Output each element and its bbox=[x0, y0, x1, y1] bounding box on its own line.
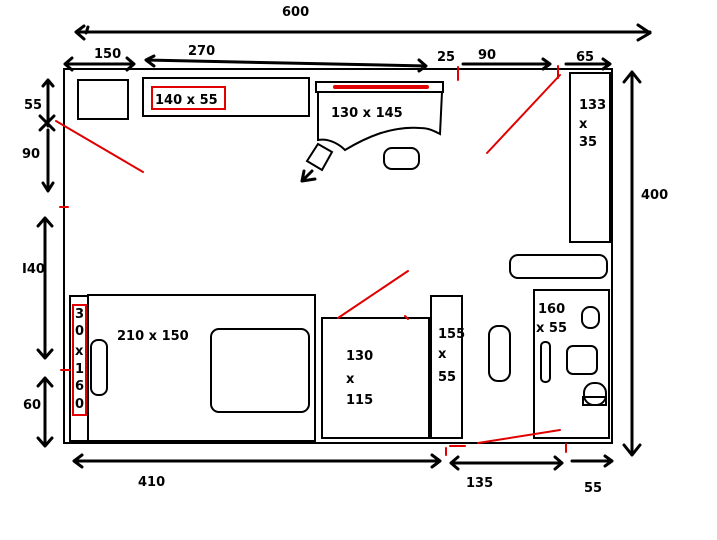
dimension-65-label: 65 bbox=[576, 50, 594, 65]
shower-icon bbox=[540, 341, 551, 383]
bed-side-label-4: 1 bbox=[75, 362, 84, 377]
dimension-55-label: 55 bbox=[24, 98, 42, 113]
bed-label: 210 x 150 bbox=[117, 329, 189, 344]
table-label-3: 115 bbox=[346, 393, 373, 408]
bed-side-label-1: 3 bbox=[75, 307, 84, 322]
dimension-55-bottom: 55 bbox=[570, 454, 614, 496]
dimension-55: 55 bbox=[24, 78, 56, 132]
small-cabinet bbox=[77, 79, 129, 120]
bed-side-label-3: x bbox=[75, 344, 84, 359]
dimension-25-label: 25 bbox=[437, 50, 455, 65]
dimension-135: 135 bbox=[449, 455, 564, 491]
cabinet-label-2: x bbox=[438, 347, 447, 362]
dimension-60-label: 60 bbox=[23, 398, 41, 413]
bathroom-label-1: 160 bbox=[538, 302, 565, 317]
dimension-400: 400 bbox=[622, 70, 668, 457]
chair bbox=[300, 142, 334, 183]
table-label-2: x bbox=[346, 372, 355, 387]
basin-icon bbox=[582, 396, 607, 406]
toilet-icon bbox=[566, 345, 598, 375]
cabinet: 155 x 55 bbox=[430, 295, 465, 439]
dimension-55-bottom-label: 55 bbox=[584, 481, 602, 496]
sink-icon bbox=[581, 306, 600, 329]
radiator bbox=[509, 254, 608, 279]
stool bbox=[488, 325, 511, 382]
dimension-25: 25 bbox=[437, 50, 455, 65]
dimension-60: 60 bbox=[23, 376, 54, 448]
wardrobe-label-1: 133 bbox=[579, 98, 606, 113]
dimension-410: 410 bbox=[72, 453, 442, 490]
wardrobe-label-2: x bbox=[579, 117, 588, 132]
bed-side-label-6: 0 bbox=[75, 397, 84, 412]
bed-side-label-2: 0 bbox=[75, 324, 84, 339]
dimension-270-label: 270 bbox=[188, 44, 215, 59]
shelf-label: 140 x 55 bbox=[155, 93, 218, 108]
desk: 130 x 145 bbox=[315, 81, 444, 152]
table: 130 x 115 bbox=[321, 317, 430, 439]
dimension-65: 65 bbox=[564, 50, 612, 71]
bed-side-label-5: 6 bbox=[75, 379, 84, 394]
dimension-90: 90 bbox=[461, 48, 552, 71]
dimension-600-label: 600 bbox=[282, 5, 309, 20]
dimension-410-label: 410 bbox=[138, 475, 165, 490]
dimension-90-label: 90 bbox=[478, 48, 496, 63]
door-markings bbox=[55, 65, 567, 456]
desk-label: 130 x 145 bbox=[331, 106, 403, 121]
dimension-90-left: 90 bbox=[22, 128, 55, 193]
pouf bbox=[383, 147, 420, 170]
dimension-140: I40 bbox=[22, 216, 54, 360]
cabinet-label-1: 155 bbox=[438, 327, 465, 342]
wardrobe-label-3: 35 bbox=[579, 135, 597, 150]
bathroom: 160 x 55 bbox=[533, 289, 610, 439]
dimension-270: 270 bbox=[144, 44, 428, 73]
bed: 210 x 150 bbox=[87, 294, 316, 442]
cabinet-label-3: 55 bbox=[438, 370, 456, 385]
dimension-135-label: 135 bbox=[466, 476, 493, 491]
dimension-150-label: 150 bbox=[94, 47, 121, 62]
wardrobe: 133 x 35 bbox=[569, 72, 611, 243]
dimension-400-label: 400 bbox=[641, 188, 668, 203]
dimension-150: 150 bbox=[63, 47, 136, 72]
dimension-140-label: I40 bbox=[22, 262, 45, 277]
table-label-1: 130 bbox=[346, 349, 373, 364]
dimension-90-left-label: 90 bbox=[22, 147, 40, 162]
shelf: 140 x 55 bbox=[142, 77, 310, 117]
bathroom-label-2: x 55 bbox=[536, 321, 567, 336]
dimension-600: 600 bbox=[74, 5, 652, 42]
